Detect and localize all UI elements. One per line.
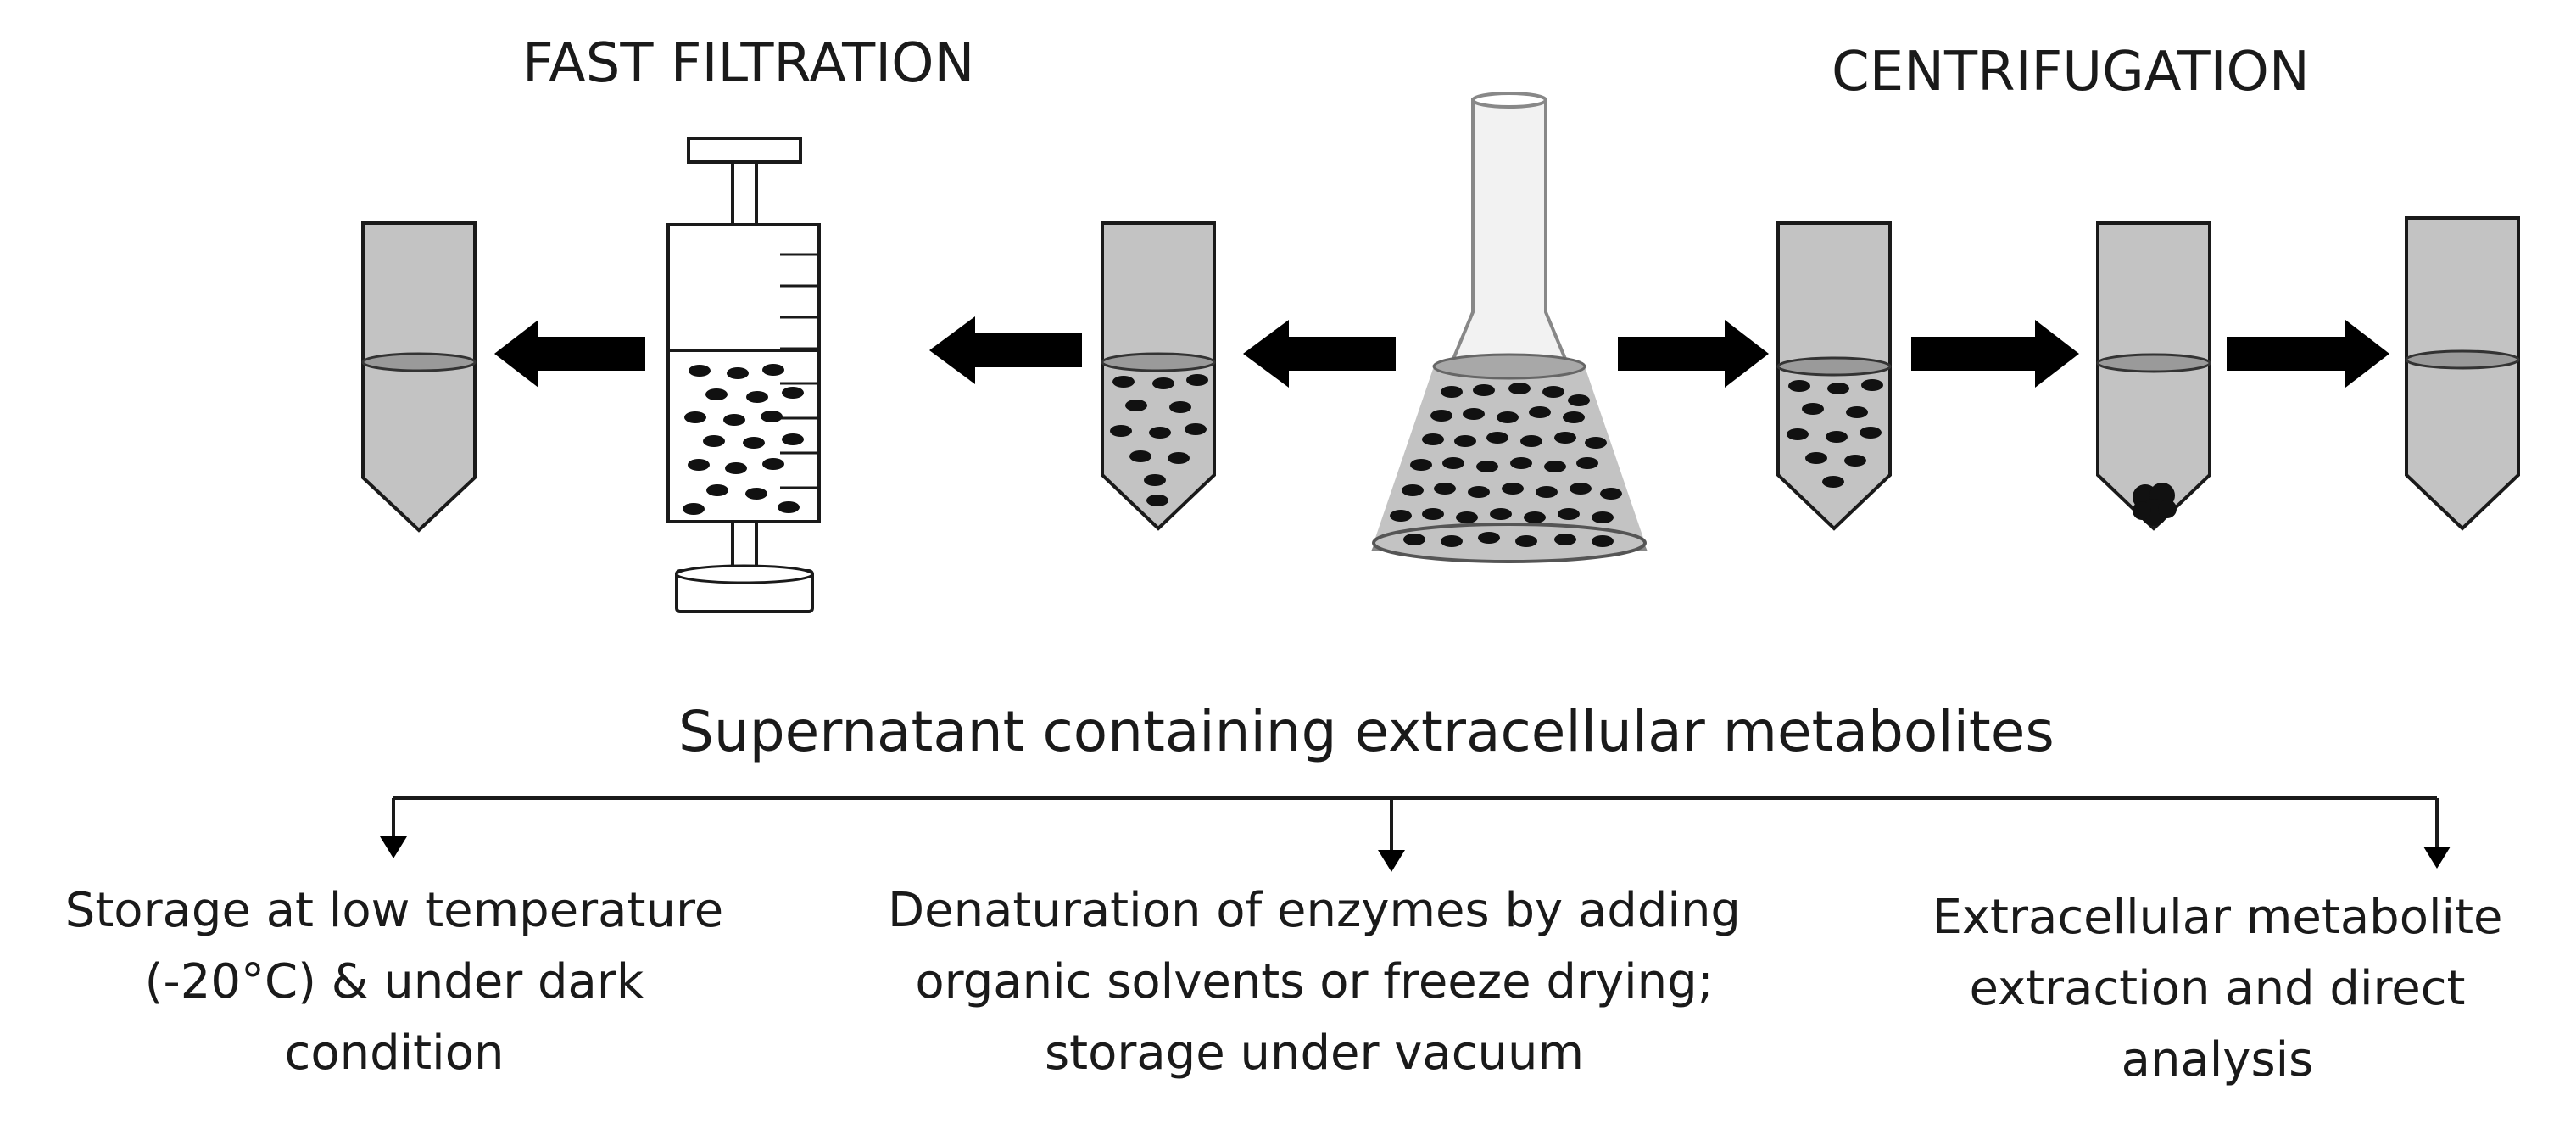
branch-arrowhead-right [2423,847,2451,869]
arrow-to-supernatant-tube [2227,320,2389,388]
outcome-extraction-line-2: extraction and direct [1969,961,2466,1016]
branch-arrowhead-middle [1378,850,1405,872]
centrifugation-title: CENTRIFUGATION [1832,41,2310,103]
outcome-extraction-line-1: Extracellular metabolite [1932,890,2503,945]
outcome-denaturation-line-3: storage under vacuum [1044,1026,1585,1081]
outcome-denaturation: Denaturation of enzymes by adding organi… [822,875,1806,1089]
arrow-flask-to-left-tube [1243,320,1396,388]
outcome-storage-line-2: (-20°C) & under dark [144,954,644,1009]
outcome-storage-line-3: condition [284,1026,505,1081]
supernatant-caption: Supernatant containing extracellular met… [678,699,2055,764]
branch-connector [392,796,2439,853]
outcome-denaturation-line-1: Denaturation of enzymes by adding [888,883,1741,938]
arrow-to-centrifuged-tube [1911,320,2079,388]
fast-filtration-title: FAST FILTRATION [522,32,975,95]
supernatant-tube-icon [2405,216,2520,531]
outcome-extraction-line-3: analysis [2121,1032,2314,1087]
outcome-extraction: Extracellular metabolite extraction and … [1865,882,2569,1096]
culture-tube-left-icon [1101,221,1216,531]
culture-tube-right-icon [1776,221,1892,531]
erlenmeyer-flask-icon [1370,92,1648,563]
arrow-to-syringe [929,316,1082,384]
branch-arrowhead-left [380,836,407,858]
centrifuged-tube-icon [2096,221,2211,531]
arrow-flask-to-right-tube [1618,320,1769,388]
filtered-supernatant-tube-icon [361,221,477,533]
syringe-filter-icon [666,137,821,613]
outcome-storage: Storage at low temperature (-20°C) & und… [0,875,789,1089]
outcome-storage-line-1: Storage at low temperature [64,883,724,938]
arrow-to-filtered-tube [494,320,645,388]
cell-pellet-icon [2133,483,2177,526]
outcome-denaturation-line-2: organic solvents or freeze drying; [915,954,1714,1009]
